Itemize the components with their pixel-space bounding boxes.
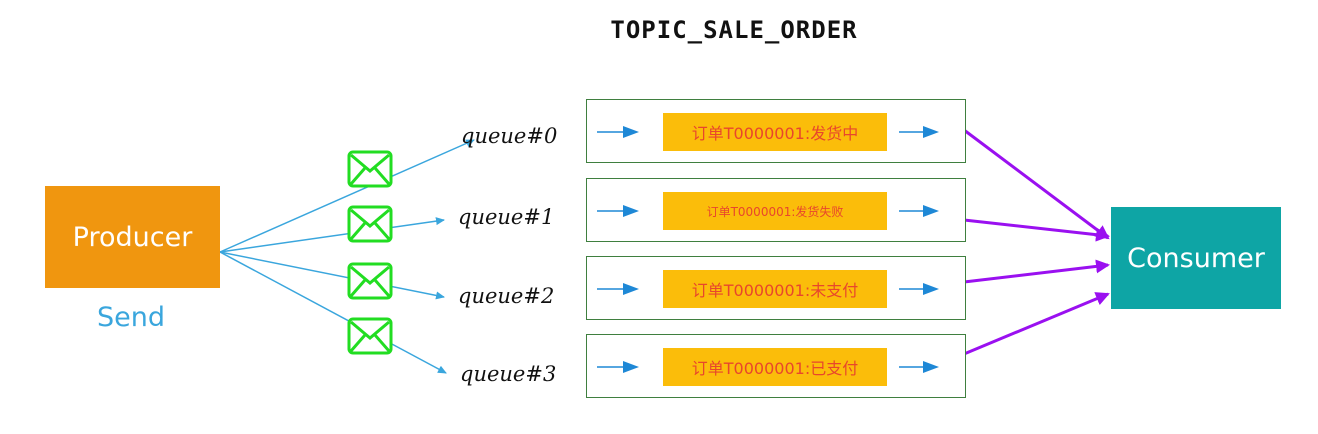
queue-label-0: queue#0 — [461, 124, 558, 148]
queue-flow-arrows — [597, 126, 939, 138]
order-message-3: 订单T0000001:已支付 — [663, 348, 887, 386]
consumer-arrow-q2 — [963, 259, 1110, 284]
queue-label-3: queue#3 — [460, 362, 557, 386]
send-label: Send — [97, 302, 166, 333]
queue-label-1: queue#1 — [458, 205, 555, 229]
consumer-node: Consumer — [1111, 207, 1281, 309]
queue-flow-arrows — [597, 283, 939, 295]
topic-title: TOPIC_SALE_ORDER — [610, 16, 858, 44]
producer-line-q2 — [219, 251, 445, 300]
producer-line-q3 — [219, 251, 447, 374]
envelope-icon — [347, 262, 393, 300]
producer-line-q1 — [219, 217, 445, 253]
queue-flow-arrows — [597, 361, 939, 373]
producer-node: Producer — [45, 186, 220, 288]
queue-flow-arrows — [597, 205, 939, 217]
queue-box-2: 订单T0000001:未支付 — [586, 256, 966, 320]
envelope-icon — [347, 150, 393, 188]
queue-box-0: 订单T0000001:发货中 — [586, 99, 966, 163]
envelope-icon — [347, 205, 393, 243]
producer-line-q0 — [219, 139, 475, 253]
consumer-arrow-q0 — [963, 128, 1110, 240]
order-message-1: 订单T0000001:发货失败 — [663, 192, 887, 230]
queue-label-2: queue#2 — [458, 284, 555, 308]
queue-box-1: 订单T0000001:发货失败 — [586, 178, 966, 242]
envelope-icon — [347, 317, 393, 355]
consumer-arrow-q3 — [963, 292, 1110, 356]
consumer-arrow-q1 — [963, 218, 1110, 242]
order-message-0: 订单T0000001:发货中 — [663, 113, 887, 151]
order-message-2: 订单T0000001:未支付 — [663, 270, 887, 308]
queue-box-3: 订单T0000001:已支付 — [586, 334, 966, 398]
